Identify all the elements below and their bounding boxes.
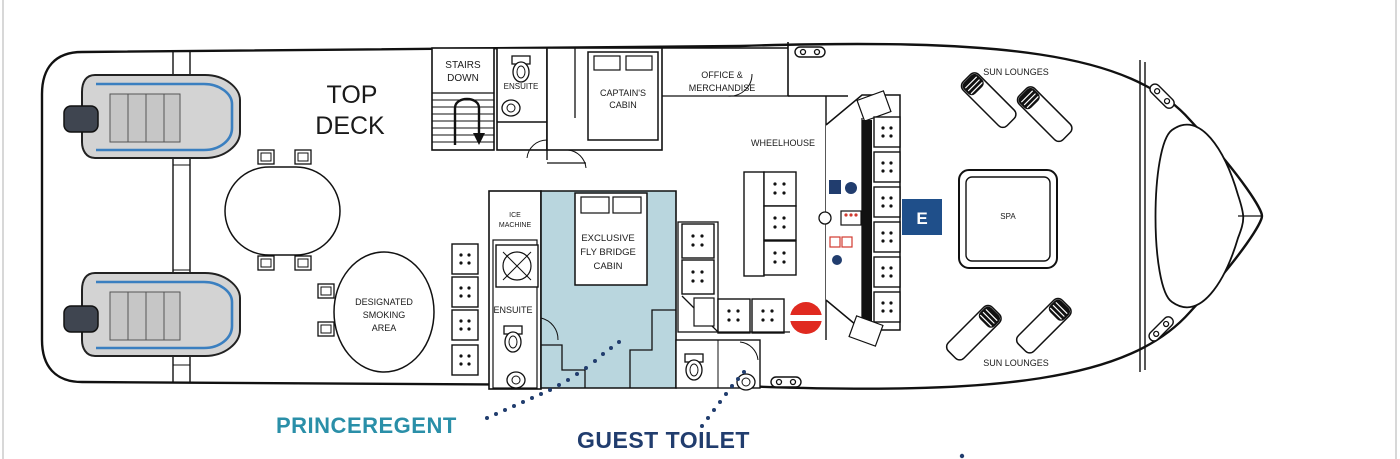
wheelhouse-label: WHEELHOUSE [751, 138, 815, 148]
marker-e-label: E [916, 209, 927, 228]
anchor-locker [1154, 123, 1245, 309]
top-deck-label: TOP [327, 81, 378, 109]
oval-table [224, 166, 341, 256]
wheelhouse-window-seats [848, 90, 901, 347]
exclusive-cabin-label: EXCLUSIVE [581, 233, 634, 244]
tender-boat-upper [63, 74, 241, 159]
prince-regent-callout[interactable]: PRINCEREGENT [276, 413, 457, 438]
sun-lounges-bottom-label: SUN LOUNGES [983, 358, 1049, 368]
bow-details [1139, 60, 1262, 372]
smoking-area-label: DESIGNATED [355, 297, 413, 307]
ensuite-mid [488, 190, 542, 390]
ensuite-mid-label: ENSUITE [493, 305, 532, 315]
spa-pool [958, 169, 1058, 269]
captains-cabin [546, 47, 663, 169]
office-merchandise [662, 42, 790, 97]
ice-machine-label: ICE [509, 212, 521, 219]
callout-leaders [485, 340, 965, 459]
top-deck-label-2: DECK [315, 112, 385, 140]
smoking-area-label-3: AREA [372, 323, 397, 333]
sun-lounges-top-label: SUN LOUNGES [983, 67, 1049, 77]
exclusive-cabin-label-2: FLY BRIDGE [580, 247, 636, 258]
smoking-area-label-2: SMOKING [363, 310, 406, 320]
wheelhouse-settee [677, 221, 790, 334]
office-label: OFFICE & [701, 70, 743, 80]
spa-label: SPA [1000, 212, 1016, 221]
office-label-2: MERCHANDISE [689, 83, 756, 93]
tender-boat-lower [63, 272, 241, 357]
exclusive-cabin-label-3: CABIN [593, 261, 622, 272]
ice-machine-label-2: MACHINE [499, 222, 532, 229]
port-seating [451, 243, 479, 376]
captains-cabin-label: CAPTAIN'S [600, 88, 646, 98]
captains-cabin-label-2: CABIN [609, 100, 637, 110]
life-ring-icon [790, 302, 822, 334]
ensuite-top-label: ENSUITE [504, 82, 539, 91]
stairs-down [431, 47, 495, 151]
marker-e-box[interactable] [902, 199, 942, 235]
room-labels: TOP DECK STAIRS DOWN ENSUITE CAPTAIN'S C… [315, 60, 1048, 368]
ensuite-top [496, 47, 548, 160]
guest-toilet-callout[interactable]: GUEST TOILET [577, 427, 750, 453]
guest-toilet[interactable] [675, 339, 802, 391]
wheelhouse-seating [743, 171, 797, 277]
smoking-area [333, 251, 435, 373]
stairs-label-2: DOWN [447, 73, 479, 84]
exclusive-fly-bridge-cabin[interactable] [540, 190, 677, 389]
stairs-label: STAIRS [445, 60, 481, 71]
